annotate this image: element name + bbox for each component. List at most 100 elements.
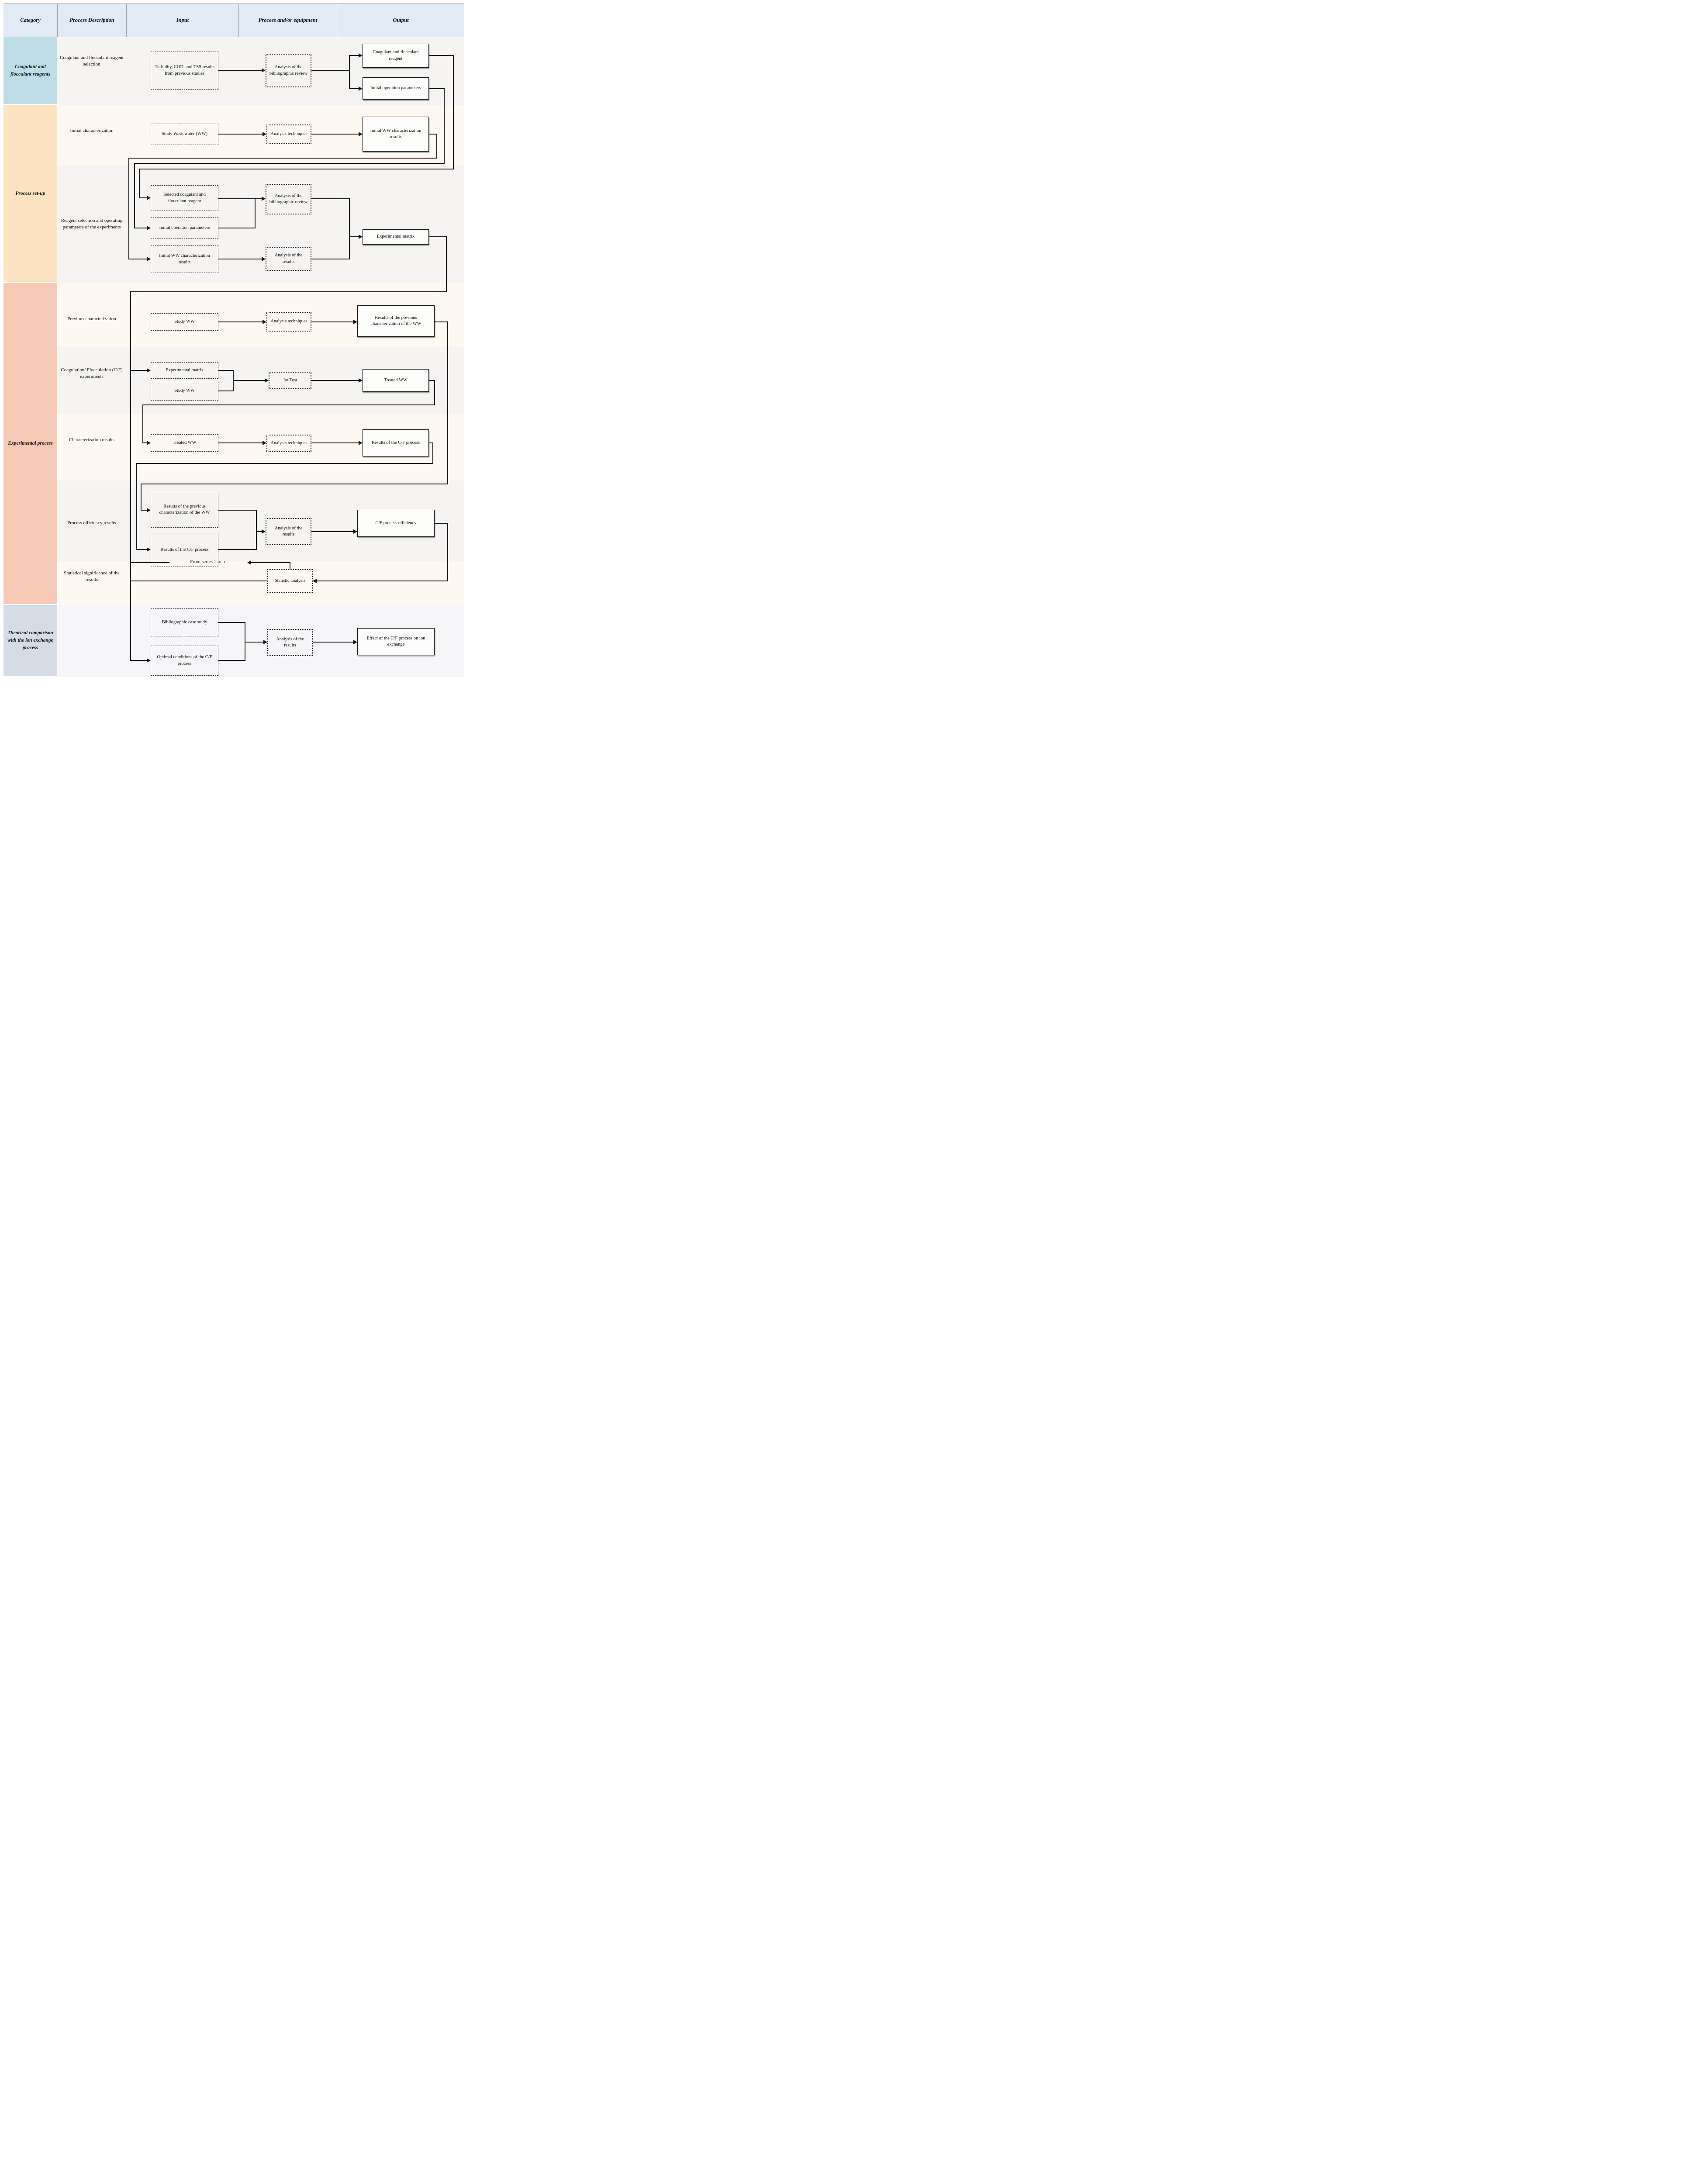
connector-line — [134, 163, 135, 228]
connector-line — [142, 442, 147, 444]
connector-line — [429, 380, 435, 381]
r5-process-box: Jar Test — [269, 372, 311, 389]
desc-row7: Process efficiency results — [67, 520, 116, 525]
arrow-icon — [147, 368, 151, 373]
arrow-icon — [359, 132, 363, 136]
connector-line — [349, 55, 350, 89]
r1-process-box: Analysis of the bibliographic review — [266, 54, 311, 87]
connector-line — [233, 380, 265, 381]
arrow-icon — [353, 640, 357, 644]
arrow-icon — [262, 257, 266, 261]
connector-line — [251, 562, 290, 563]
category-theorical-comparison: Theorical comparison with the ion exchan… — [3, 605, 57, 677]
category-experimental-process: Experimental process — [3, 283, 57, 605]
r5-input1-box: Experimental matrix — [151, 362, 218, 379]
connector-line — [218, 510, 257, 511]
desc-row3: Reagent selection and operating paramete… — [61, 218, 123, 230]
header-input: Input — [126, 3, 238, 37]
arrow-icon — [147, 196, 151, 200]
connector-line — [218, 321, 263, 323]
connector-line — [429, 88, 445, 90]
desc-row5: Coagulation/ Flocculation (C/F) experime… — [61, 367, 123, 380]
arrow-icon — [247, 560, 251, 565]
connector-line — [311, 442, 359, 444]
connector-line — [446, 236, 447, 292]
connector-line — [130, 562, 169, 563]
row-band-3 — [57, 165, 464, 283]
arrow-icon — [359, 441, 363, 445]
connector-line — [311, 198, 350, 200]
r7-input2-box: Results of the C/F process — [151, 533, 218, 567]
connector-line — [429, 236, 447, 238]
connector-line — [432, 442, 434, 464]
arrow-icon — [262, 68, 266, 73]
r1-output2-box: Initial operation parameters — [363, 77, 429, 100]
header-row — [3, 3, 464, 37]
arrow-icon — [262, 197, 266, 201]
category-process-set-up: Process set-up — [3, 105, 57, 283]
connector-line — [349, 236, 359, 238]
r2-output-box: Initial WW characterization results — [363, 117, 429, 152]
connector-line — [218, 622, 245, 623]
connector-line — [130, 291, 131, 661]
connector-line — [311, 134, 359, 135]
r7-input1-box: Results of the previous characterization… — [151, 492, 218, 528]
connector-line — [139, 197, 147, 199]
connector-line — [311, 70, 350, 71]
row-band-8 — [57, 561, 464, 605]
connector-line — [256, 531, 262, 532]
arrow-icon — [147, 547, 151, 552]
r9-input2-box: Optimal conditions of the C/F process — [151, 646, 218, 676]
connector-line — [130, 370, 147, 371]
connector-line — [134, 163, 445, 164]
r9-input1-box: Bibliographic case study — [151, 608, 218, 636]
connector-line — [311, 531, 354, 532]
connector-line — [218, 370, 234, 371]
connector-line — [218, 390, 234, 392]
connector-line — [313, 642, 354, 643]
r4-process-box: Analysis techniques — [266, 312, 311, 332]
r7-process-box: Analysis of the results — [266, 518, 311, 545]
connector-line — [434, 380, 435, 405]
arrow-icon — [353, 320, 357, 324]
arrow-icon — [359, 86, 363, 91]
r5-input2-box: Study WW — [151, 382, 218, 401]
connector-line — [136, 549, 147, 550]
connector-line — [218, 549, 257, 550]
desc-row1: Coagulant and flocculant reagent selecti… — [60, 55, 124, 67]
connector-line — [218, 134, 263, 135]
arrow-icon — [263, 640, 267, 644]
category-coagulant-flocculant-reagents: Coagulant and flocculant reagents — [3, 37, 57, 105]
desc-row2: Initial characterization — [70, 128, 114, 133]
arrow-icon — [263, 441, 266, 445]
arrow-icon — [359, 235, 363, 239]
connector-line — [142, 404, 435, 406]
connector-line — [128, 158, 130, 259]
connector-line — [136, 463, 433, 464]
header-process-description: Process Description — [57, 3, 126, 37]
connector-line — [429, 55, 454, 56]
flowchart-figure: Category Process Description Input Proce… — [0, 0, 467, 681]
connector-line — [130, 660, 147, 661]
r6-process-box: Analysis techniques — [266, 435, 311, 452]
arrow-icon — [353, 529, 357, 534]
arrow-icon — [265, 378, 269, 383]
r7-output-box: C/F process efficiency — [357, 510, 435, 537]
connector-line — [349, 88, 359, 90]
connector-line — [453, 55, 454, 169]
connector-line — [256, 510, 257, 550]
r9-process-box: Analysis of the results — [267, 629, 313, 656]
r3-input3-box: Initial WW characterization results — [151, 245, 218, 273]
connector-line — [245, 642, 264, 643]
connector-line — [349, 198, 350, 259]
r1-input-box: Turbidity, COD, and TSS results from pre… — [151, 52, 218, 90]
arrow-icon — [359, 53, 363, 58]
connector-line — [436, 134, 438, 159]
r3-process1-box: Analysis of the bibliographic review — [266, 184, 311, 214]
connector-line — [311, 321, 354, 323]
arrow-icon — [263, 132, 266, 136]
connector-line — [218, 70, 262, 71]
arrow-icon — [262, 529, 266, 534]
header-category: Category — [20, 17, 41, 24]
connector-line — [218, 198, 262, 200]
